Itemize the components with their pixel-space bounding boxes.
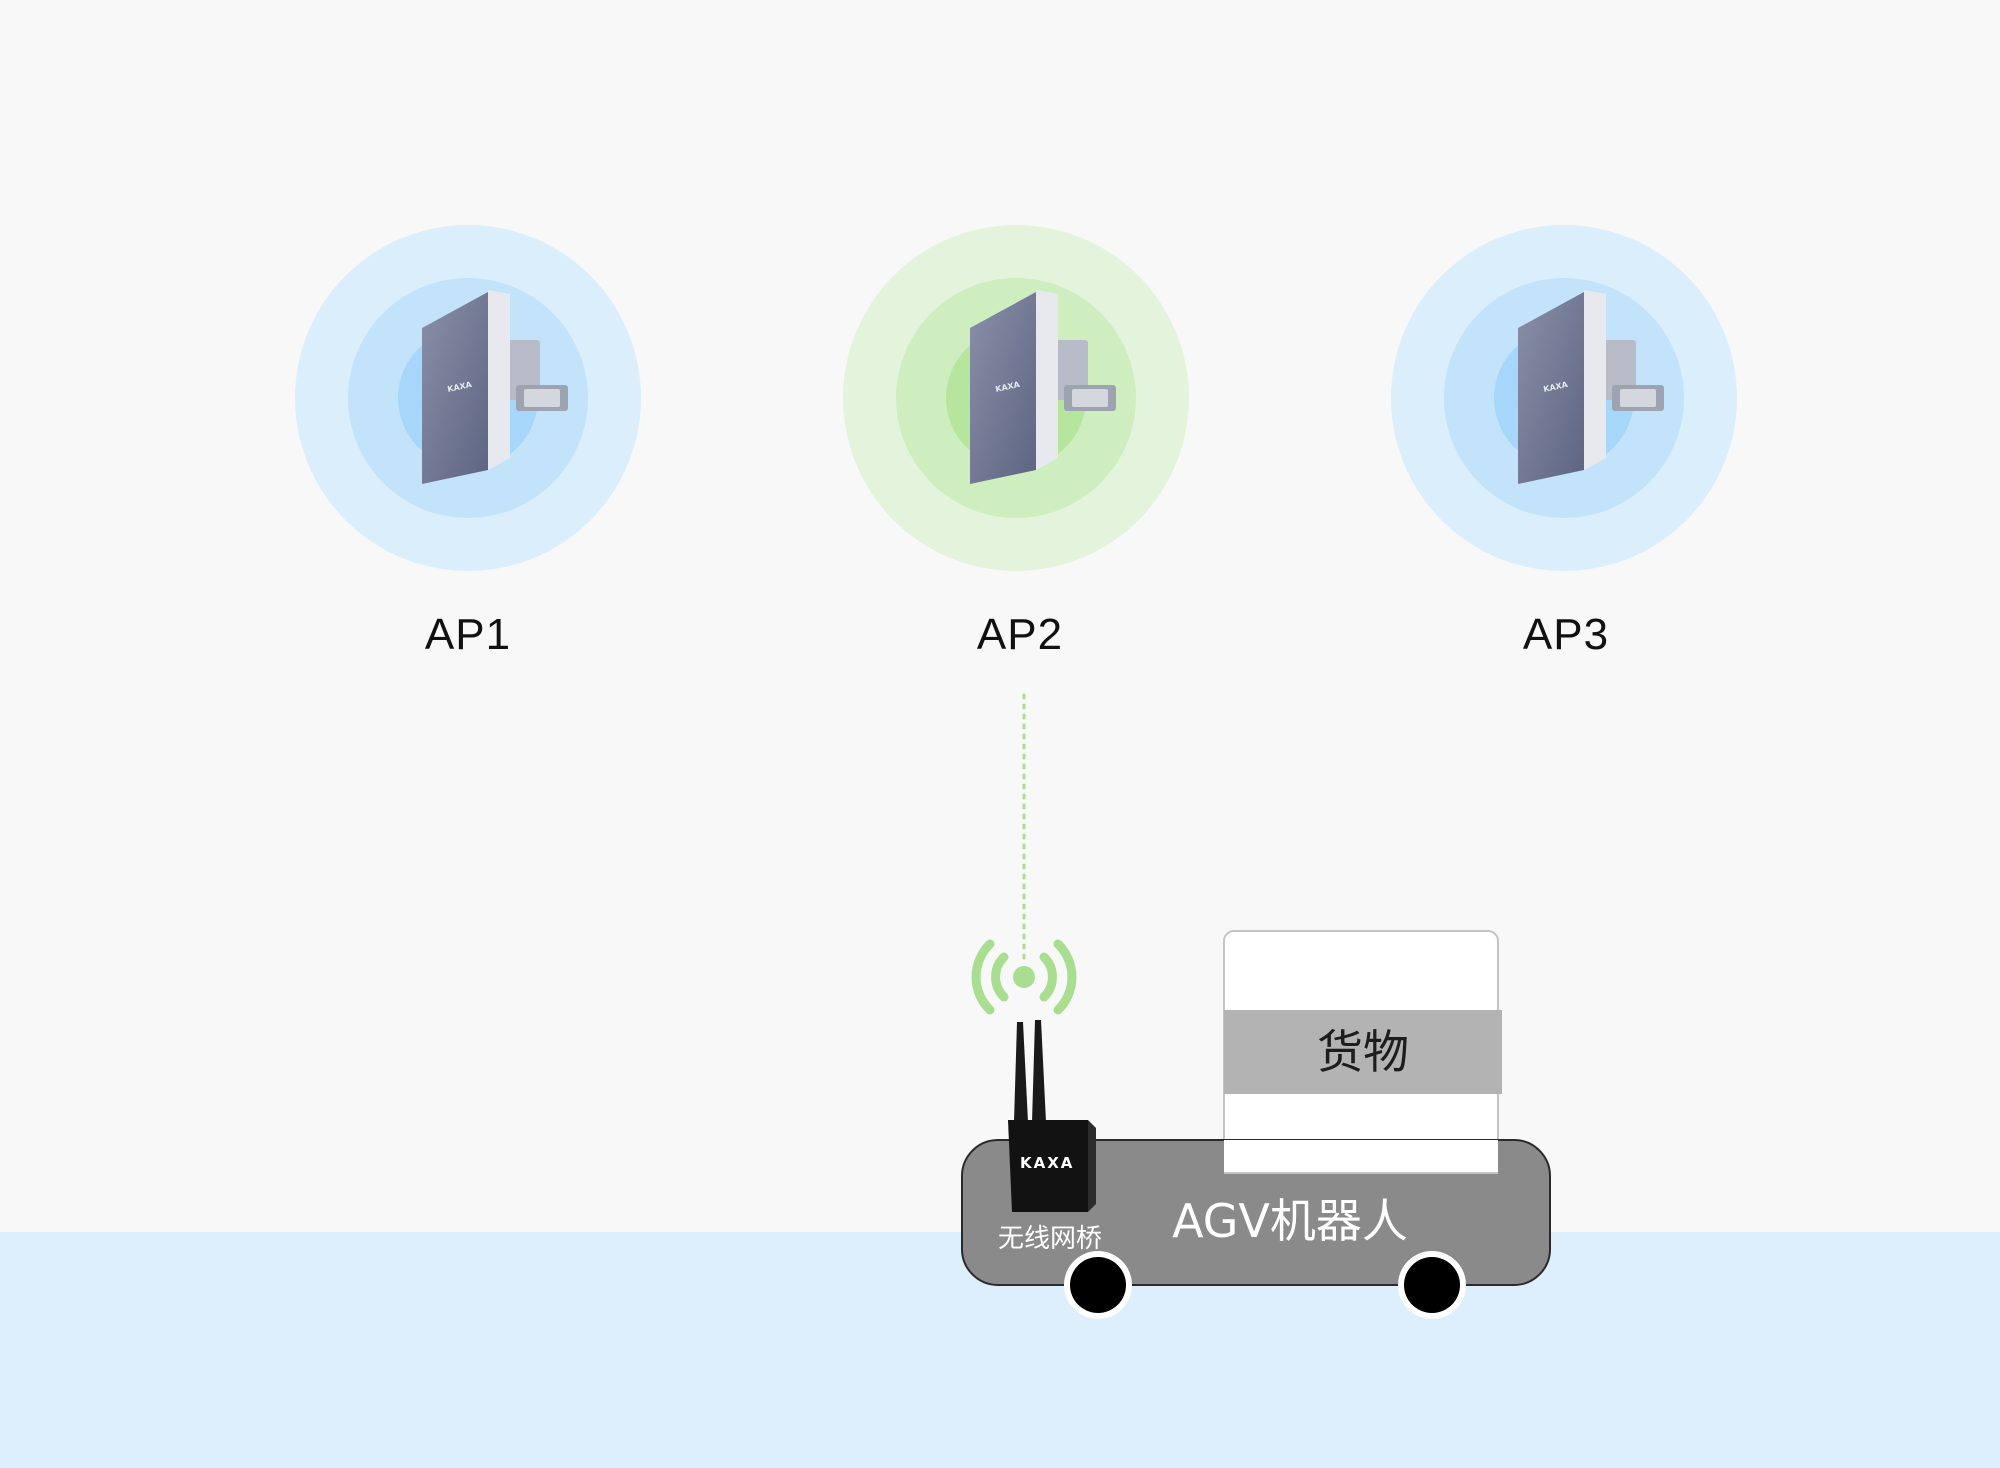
ap2-node: KAXA [843, 225, 1189, 571]
cargo-band [1224, 1010, 1502, 1094]
cargo-label: 货物 [1317, 1025, 1409, 1079]
ap3-node: KAXA [1391, 225, 1737, 571]
agv-label: AGV机器人 [1172, 1194, 1408, 1248]
ap1-node: KAXA [295, 225, 641, 571]
antenna-icon [1014, 1020, 1046, 1122]
agv-wheel-front [1064, 1251, 1132, 1319]
wireless-bridge-device: KAXA [1008, 1020, 1096, 1212]
ap3-label: AP3 [1522, 610, 1610, 659]
bridge-label: 无线网桥 [997, 1224, 1102, 1254]
agv-wheel-rear [1398, 1251, 1466, 1319]
bridge-brand-logo: KAXA [1020, 1154, 1074, 1172]
agv-robot [961, 1139, 1551, 1319]
ap3-antenna-panel-icon: KAXA [1518, 290, 1664, 484]
ap2-antenna-panel-icon: KAXA [970, 290, 1116, 484]
ap2-label: AP2 [976, 610, 1064, 659]
ap1-antenna-panel-icon: KAXA [422, 290, 568, 484]
ap1-label: AP1 [424, 610, 512, 659]
cargo-box [1223, 930, 1502, 1174]
wifi-signal-icon [971, 939, 1077, 1015]
